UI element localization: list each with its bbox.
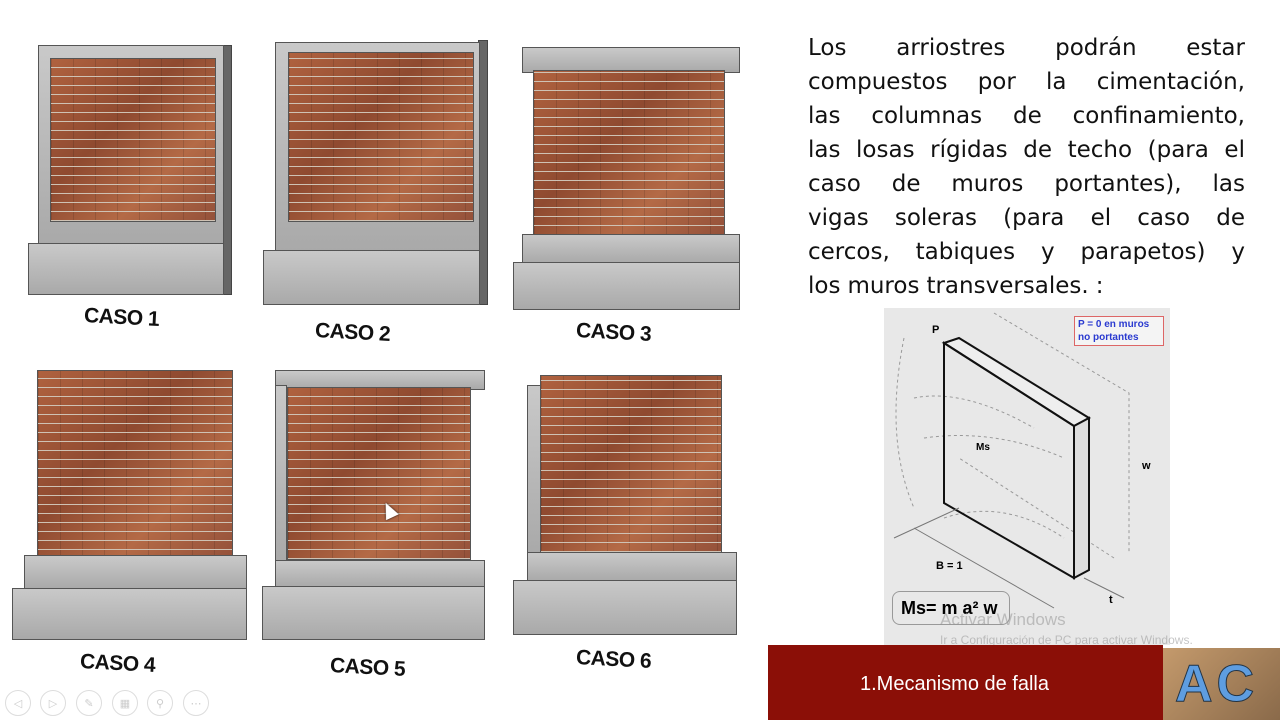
case-label-6: CASO 6: [575, 646, 652, 673]
paragraph-line: las columnas de confinamiento,: [808, 101, 1245, 135]
b-label: B = 1: [936, 560, 963, 572]
word: caso: [1137, 205, 1191, 231]
word: estar: [1186, 35, 1245, 61]
watermark-subtitle: Ir a Configuración de PC para activar Wi…: [940, 633, 1193, 647]
footer-title: 1.Mecanismo de falla: [860, 673, 1049, 695]
word: soleras: [894, 205, 977, 231]
logo: AC: [1163, 648, 1280, 720]
word: el: [1224, 137, 1245, 163]
word: portantes),: [1054, 171, 1182, 197]
word: de: [1012, 103, 1042, 129]
word: de: [1023, 137, 1052, 163]
nav-prev-button[interactable]: ◁: [5, 690, 31, 716]
word: de: [891, 171, 921, 197]
word: :: [1095, 273, 1104, 299]
pen-button[interactable]: ✎: [76, 690, 102, 716]
word: muros: [847, 273, 920, 299]
word: losas: [856, 137, 915, 163]
note-box: P = 0 en muros no portantes: [1074, 316, 1164, 346]
zoom-button[interactable]: ⚲: [147, 690, 173, 716]
word: la: [1046, 69, 1067, 95]
paragraph-line: cercos, tabiques y parapetos) y: [808, 237, 1245, 271]
word: confinamiento,: [1072, 103, 1245, 129]
p-label: P: [932, 324, 940, 336]
case-label-3: CASO 3: [575, 319, 652, 346]
footer-bar: 1.Mecanismo de falla: [768, 645, 1163, 720]
word: las: [808, 137, 841, 163]
word: los: [808, 273, 841, 299]
word: las: [1212, 171, 1245, 197]
word: transversales.: [926, 273, 1089, 299]
paragraph-line: Los arriostres podrán estar: [808, 33, 1245, 67]
wall-load-diagram: P P = 0 en muros no portantes Ms w B = 1…: [884, 308, 1170, 645]
word: techo: [1067, 137, 1133, 163]
paragraph-line: caso de muros portantes), las: [808, 169, 1245, 203]
watermark-title: Activar Windows: [940, 610, 1066, 629]
word: el: [1090, 205, 1112, 231]
case-label-1: CASO 1: [83, 304, 160, 331]
word: cimentación,: [1096, 69, 1245, 95]
slides-button[interactable]: ▦: [112, 690, 138, 716]
word: y: [1231, 239, 1245, 265]
word: compuestos: [808, 69, 948, 95]
more-button[interactable]: ⋯: [183, 690, 209, 716]
wall-diagram-drawing: [893, 312, 1130, 609]
w-label: w: [1142, 460, 1151, 472]
word: y: [1040, 239, 1055, 265]
word: de: [1216, 205, 1245, 231]
word: caso: [808, 171, 861, 197]
word: rígidas: [930, 137, 1008, 163]
ms-label: Ms: [976, 442, 990, 453]
word: vigas: [808, 205, 869, 231]
case-label-5: CASO 5: [329, 654, 406, 681]
word: parapetos): [1080, 239, 1206, 265]
logo-text: AC: [1174, 655, 1259, 714]
word: tabiques: [915, 239, 1016, 265]
word: podrán: [1055, 35, 1137, 61]
word: arriostres: [896, 35, 1006, 61]
word: las: [808, 103, 841, 129]
word: muros: [951, 171, 1024, 197]
word: Los: [808, 35, 847, 61]
word: columnas: [871, 103, 983, 129]
word: por: [977, 69, 1016, 95]
formula-box: Ms= m a² w: [892, 591, 1010, 625]
case-label-2: CASO 2: [314, 319, 391, 346]
word: (para: [1003, 205, 1065, 231]
paragraph-line: compuestos por la cimentación,: [808, 67, 1245, 101]
nav-next-button[interactable]: ▷: [40, 690, 66, 716]
case-label-4: CASO 4: [79, 650, 156, 677]
word: (para: [1147, 137, 1209, 163]
t-label: t: [1109, 594, 1113, 606]
word: cercos,: [808, 239, 890, 265]
